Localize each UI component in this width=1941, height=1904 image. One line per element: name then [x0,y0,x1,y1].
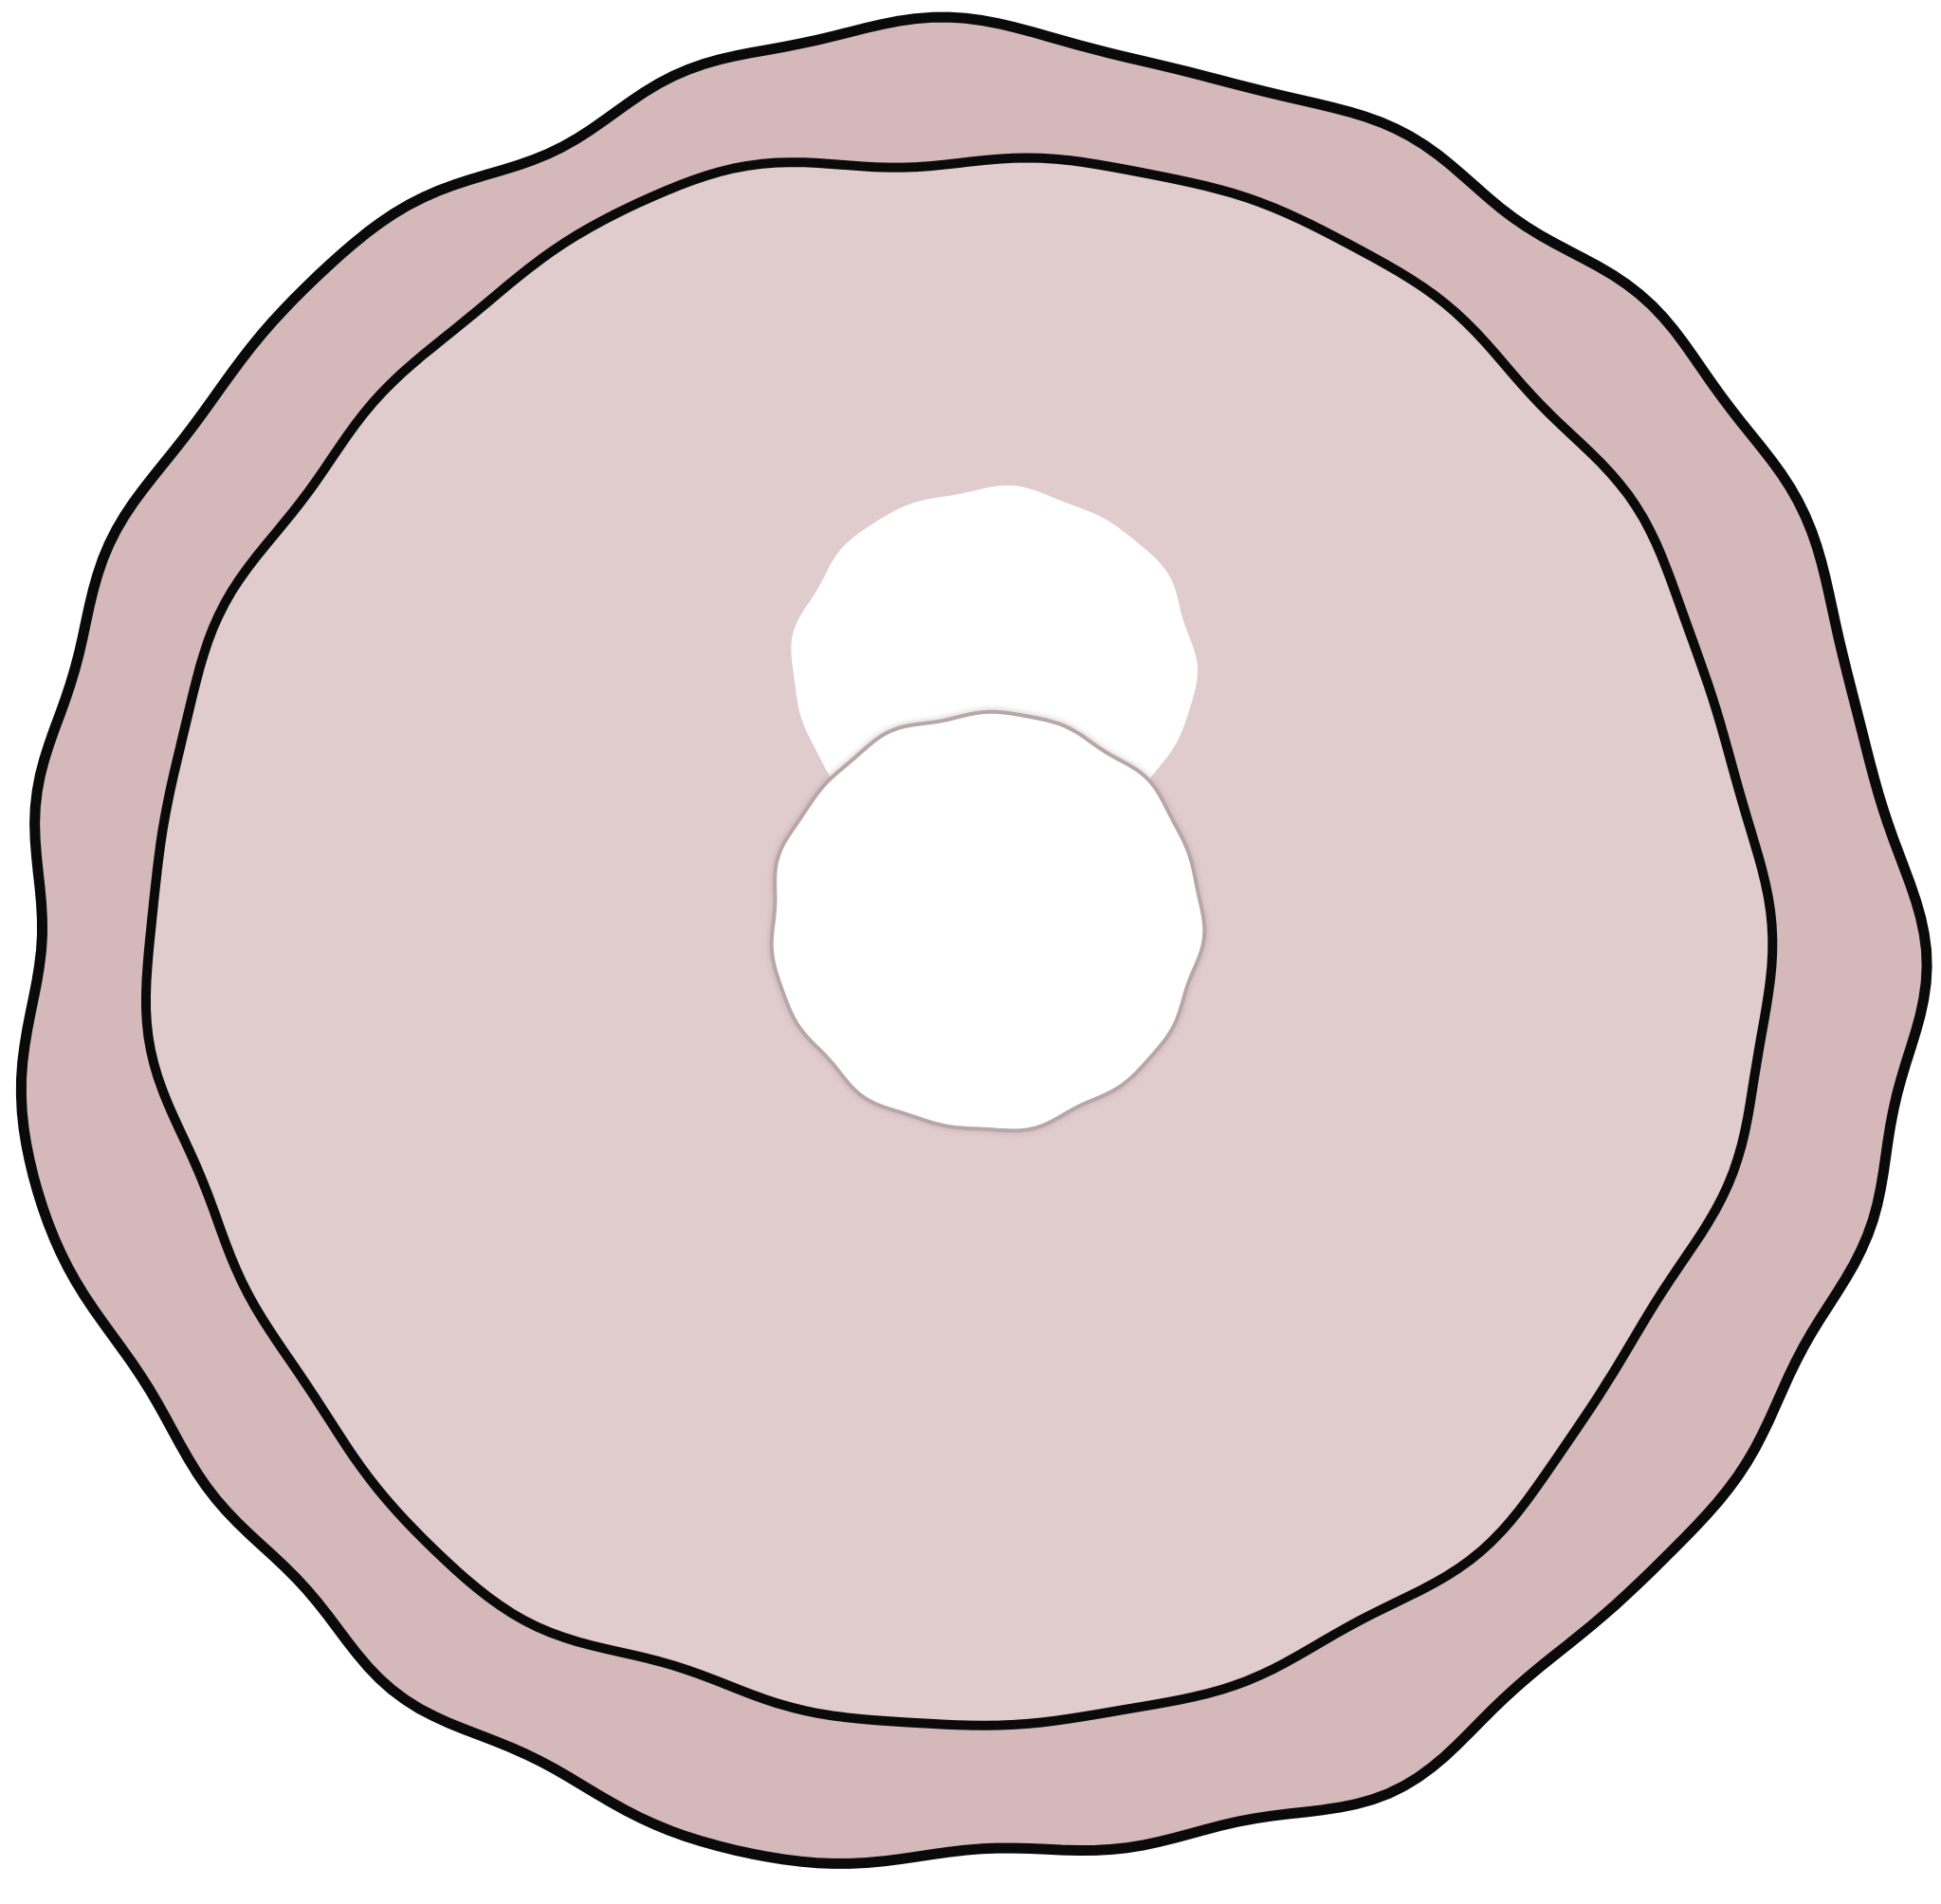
lower-cavity [769,709,1207,1133]
